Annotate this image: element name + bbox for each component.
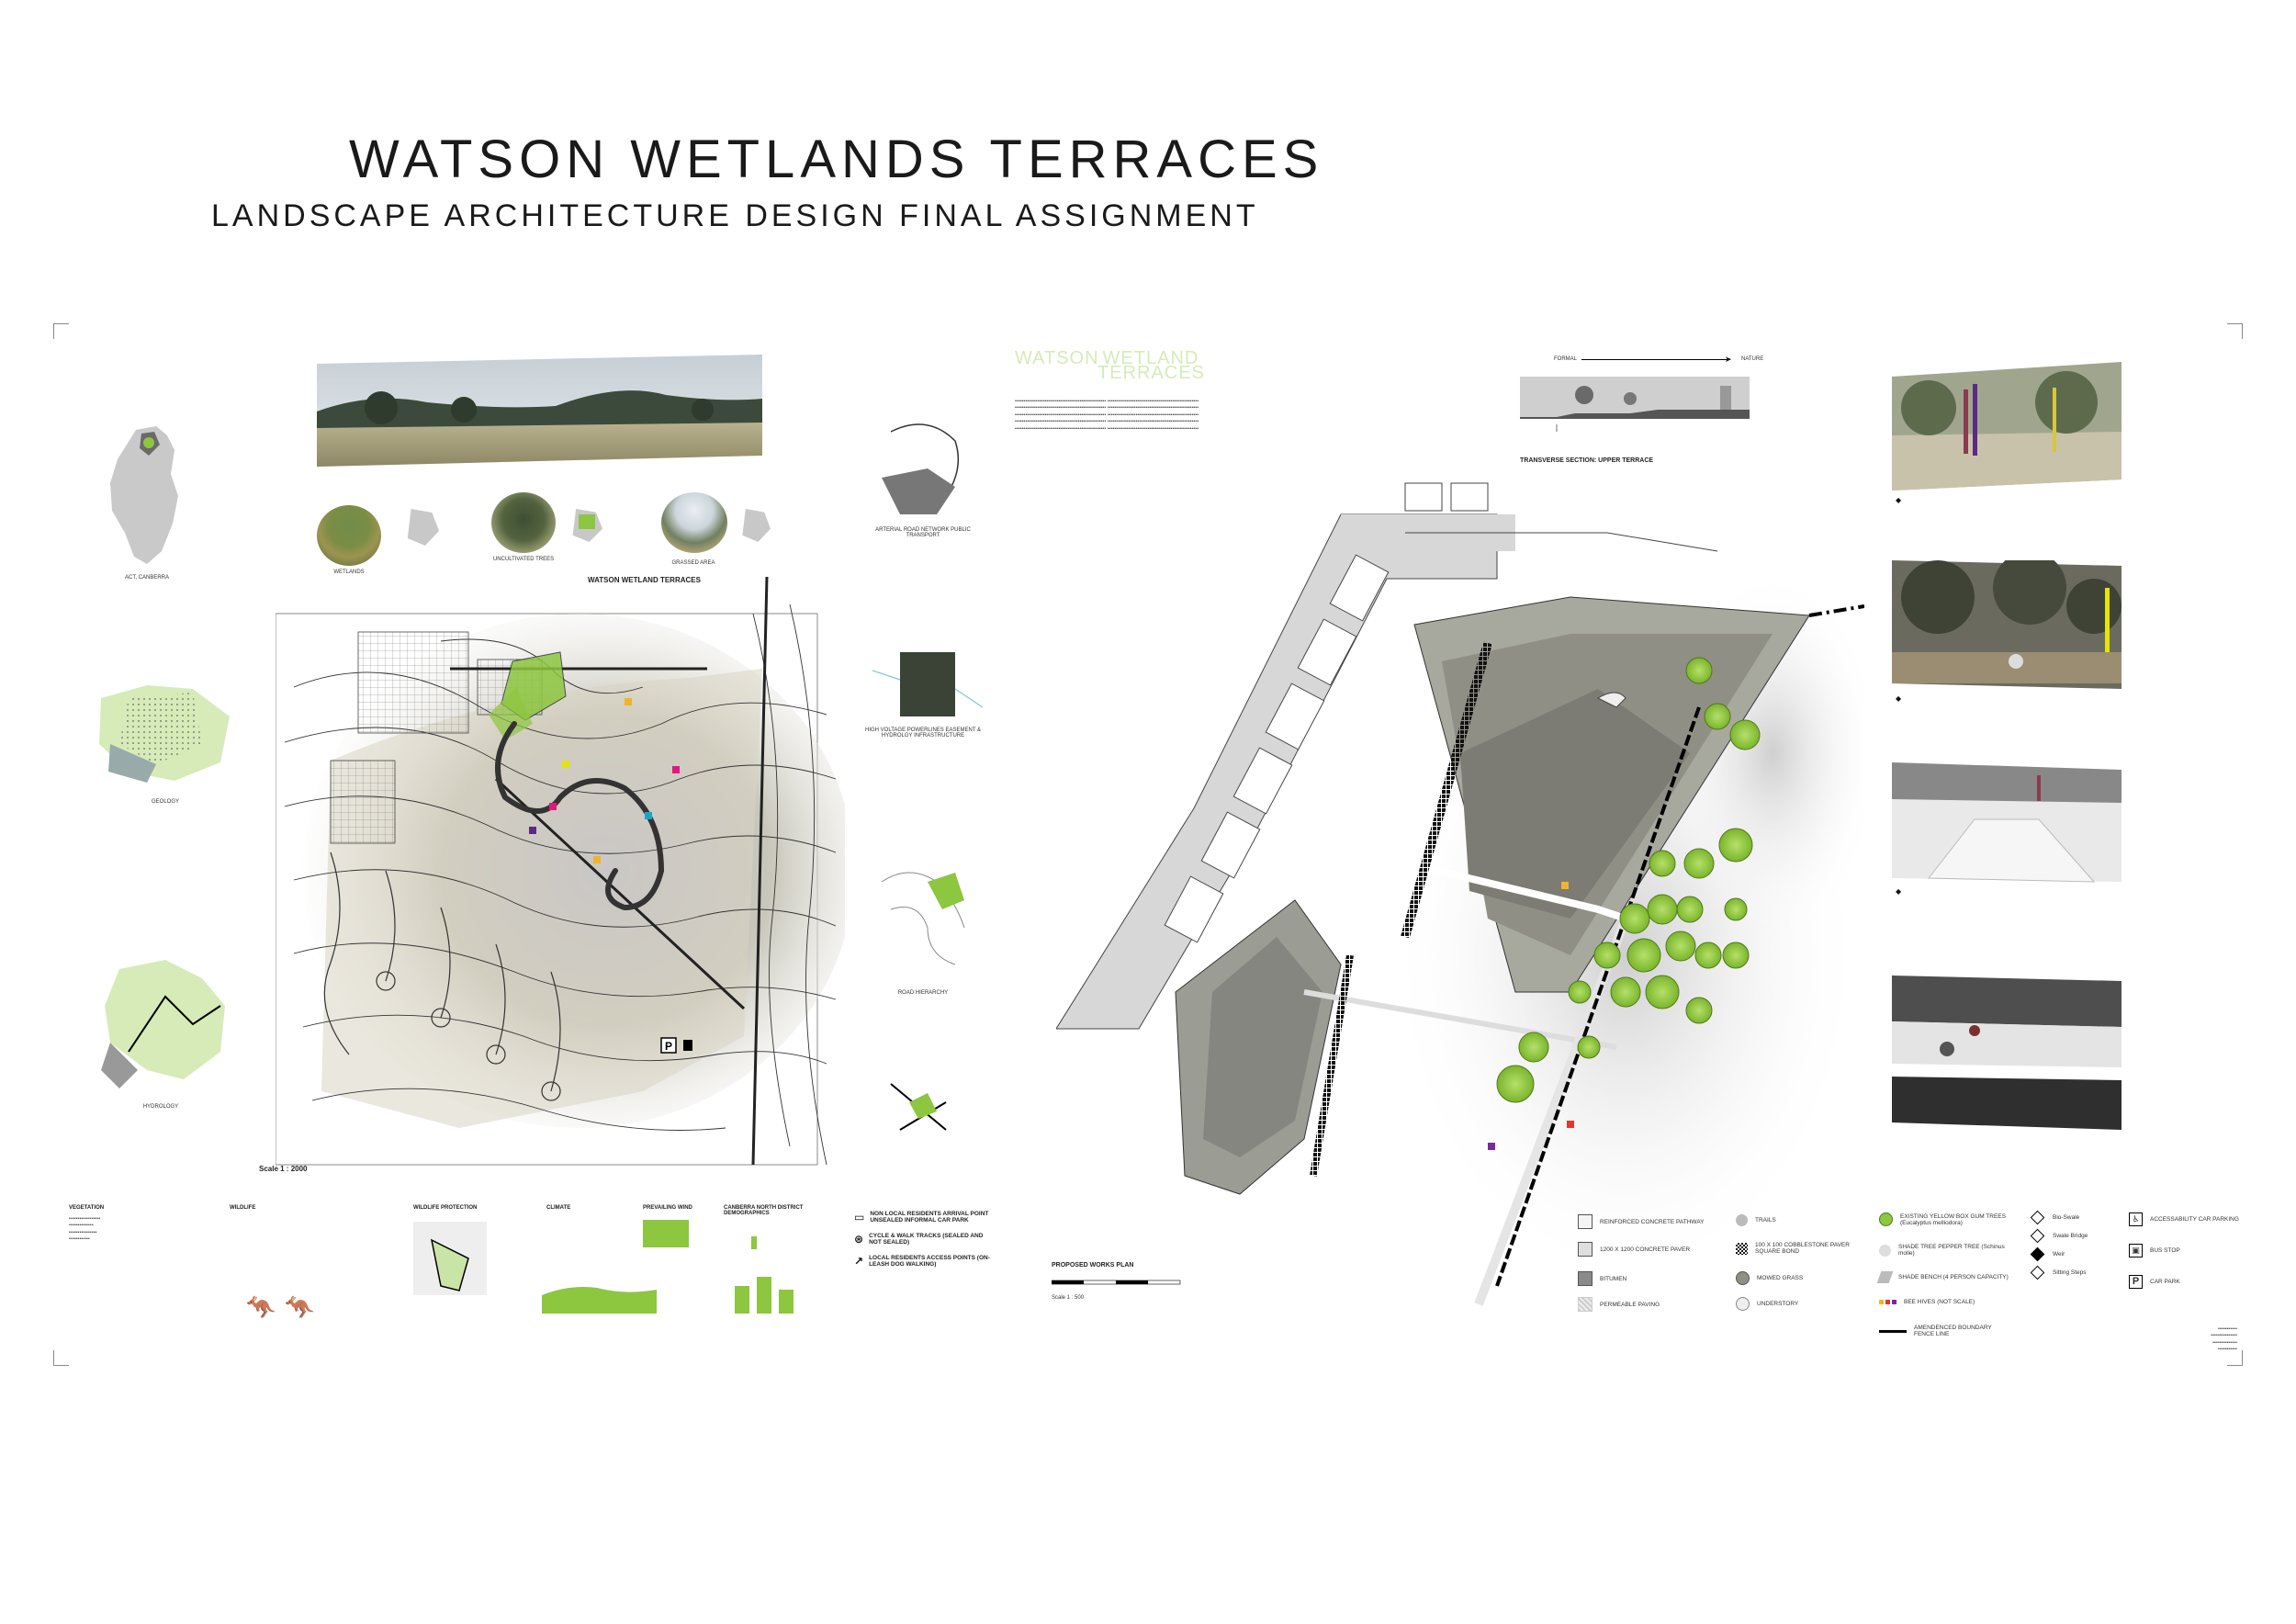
circle-label-trees: UNCULTIVATED TREES	[492, 557, 555, 562]
legend-bio-swale: Bio-Swale	[2030, 1210, 2079, 1225]
car-icon: ▭	[854, 1211, 865, 1224]
legend-understory: UNDERSTORY	[1736, 1297, 1798, 1311]
wetlands-inset-map	[407, 509, 439, 546]
plan-title: PROPOSED WORKS PLAN	[1052, 1262, 1134, 1269]
geology-map	[99, 685, 230, 783]
crop-mark	[53, 1350, 69, 1366]
vegetation-text: ▪▪▪▪▪▪▪▪▪▪▪▪▪▪▪▪▪▪▪▪▪▪▪▪▪▪▪▪▪▪▪▪▪▪▪▪▪▪▪▪…	[69, 1216, 101, 1243]
circle-label-grassed: GRASSED AREA	[671, 560, 715, 566]
section-title: TRANSVERSE SECTION: UPPER TERRACE	[1520, 457, 1654, 464]
legend-concrete-paver: 1200 X 1200 CONCRETE PAVER	[1578, 1242, 1690, 1257]
board-subtitle: LANDSCAPE ARCHITECTURE DESIGN FINAL ASSI…	[211, 198, 1259, 233]
parking-icon: P	[2129, 1275, 2143, 1289]
access-legend: ▭ NON LOCAL RESIDENTS ARRIVAL POINT UNSE…	[854, 1211, 990, 1268]
header-demographics: CANBERRA NORTH DISTRICT DEMOGRAPHICS	[724, 1205, 804, 1216]
trees-inset-map	[572, 509, 602, 542]
plan-scale-bar	[1052, 1280, 1181, 1285]
project-description: ▪▪▪▪▪▪▪▪▪▪▪▪▪▪▪▪▪▪▪▪▪▪▪▪▪▪▪▪▪▪▪▪▪▪▪▪▪▪▪▪…	[1015, 399, 1199, 432]
powerline-map	[872, 652, 983, 716]
photo-wetlands	[317, 505, 381, 566]
crop-mark	[2227, 323, 2243, 339]
location-label: ACT, CANBERRA	[124, 575, 169, 581]
geology-label: GEOLOGY	[151, 799, 179, 805]
legend-sitting-steps: Sitting Steps	[2030, 1265, 2087, 1280]
header-wildlife-protection: WILDLIFE PROTECTION	[413, 1205, 478, 1211]
legend-shade-bench: SHADE BENCH (4 PERSON CAPACITY)	[1876, 1271, 2017, 1283]
legend-bitumen: BITUMEN	[1578, 1271, 1626, 1286]
arrow-head-icon: ➤	[1725, 355, 1732, 364]
section-formal-label: FORMAL	[1554, 356, 1578, 362]
header-climate: CLIMATE	[546, 1205, 571, 1211]
grassed-inset-map	[742, 509, 771, 542]
header-prevailing-wind: PREVAILING WIND	[643, 1205, 692, 1211]
panorama-photo	[317, 355, 762, 467]
site-map-title: WATSON WETLAND TERRACES	[588, 576, 701, 584]
site-photo-3	[1892, 762, 2122, 883]
wheelchair-icon: ♿	[2129, 1212, 2143, 1226]
bicycle-icon: ⊛	[854, 1233, 864, 1246]
header-wildlife: WILDLIFE	[230, 1205, 256, 1211]
site-photo-1	[1892, 362, 2122, 491]
arrow-icon: ↗	[854, 1255, 864, 1268]
hydrology-map	[101, 960, 225, 1088]
photo-marker-2: ◆	[1896, 694, 1902, 703]
photo-marker-1: ◆	[1896, 496, 1902, 504]
header-vegetation: VEGETATION	[69, 1205, 105, 1211]
site-photo-4	[1892, 976, 2122, 1130]
site-photo-2	[1892, 560, 2122, 689]
legend-accessibility-parking: ♿ACCESSABILITY CAR PARKING	[2129, 1212, 2239, 1226]
legend-boundary-fence: AMENDENCED BOUNDARY FENCE LINE	[1879, 1325, 1997, 1337]
svg-text:P: P	[665, 1040, 672, 1053]
legend-pepper-tree: SHADE TREE PEPPER TREE (Schinus molle)	[1879, 1244, 2017, 1257]
legend-swale-bridge: Swale Bridge	[2030, 1228, 2088, 1244]
legend-permeable-paving: PERMEABLE PAVING	[1578, 1297, 1660, 1312]
hydrology-label: HYDROLOGY	[142, 1104, 179, 1110]
photo-grassed-area	[661, 492, 727, 553]
legend-weir: Weir	[2030, 1246, 2065, 1262]
road-hierarchy-label: ROAD HIERARCHY	[897, 990, 949, 996]
section-nature-label: NATURE	[1741, 356, 1764, 362]
proposed-works-plan	[1056, 482, 1864, 1306]
legend-concrete-pathway: REINFORCED CONCRETE PATHWAY	[1578, 1214, 1705, 1229]
climate-chart	[542, 1287, 657, 1314]
formal-nature-arrow	[1581, 359, 1728, 360]
legend-mowed-grass: MOWED GRASS	[1736, 1271, 1803, 1285]
road-network-map	[882, 423, 960, 514]
crop-mark	[2227, 1350, 2243, 1366]
plan-scale: Scale 1 : 500	[1052, 1295, 1085, 1301]
demographics-chart	[735, 1236, 793, 1314]
student-credits: ▪▪▪▪▪▪▪▪▪▪▪▪▪▪▪▪▪▪▪▪▪▪▪▪▪▪▪▪▪▪▪▪▪▪▪▪▪▪▪▪…	[2211, 1326, 2237, 1353]
legend-cobblestone: 100 X 100 COBBLESTONE PAVER SQUARE BOND	[1736, 1242, 1855, 1255]
powerline-label: HIGH VOLTAGE POWERLINES EASEMENT & HYDRO…	[864, 727, 982, 739]
site-analysis-map: P	[276, 577, 845, 1166]
bus-icon: ▣	[2129, 1244, 2143, 1257]
wildlife-icons: 🦘🦘	[246, 1293, 324, 1321]
legend-bus-stop: ▣BUS STOP	[2129, 1244, 2180, 1257]
act-locator-map	[110, 426, 178, 564]
photo-uncultivated-trees	[491, 492, 556, 553]
photo-marker-3: ◆	[1896, 887, 1902, 896]
road-hierarchy-map	[881, 872, 965, 965]
legend-bee-hives: BEE HIVES (NOT SCALE)	[1879, 1299, 1975, 1305]
wind-rose	[643, 1220, 689, 1247]
legend-yellow-box-gum: EXISTING YELLOW BOX GUM TREES (Eucalyptu…	[1879, 1212, 2017, 1226]
transverse-section	[1520, 377, 1750, 432]
crop-mark	[53, 323, 69, 339]
board-title: WATSON WETLANDS TERRACES	[349, 130, 1324, 189]
wildlife-protection-map	[413, 1222, 487, 1295]
circle-label-wetlands: WETLANDS	[333, 570, 365, 575]
access-diagram	[890, 1083, 947, 1131]
site-map-scale: Scale 1 : 2000	[259, 1165, 308, 1173]
legend-trails: TRAILS	[1736, 1214, 1776, 1226]
road-network-label: ARTERIAL ROAD NETWORK PUBLIC TRANSPORT	[875, 527, 971, 538]
